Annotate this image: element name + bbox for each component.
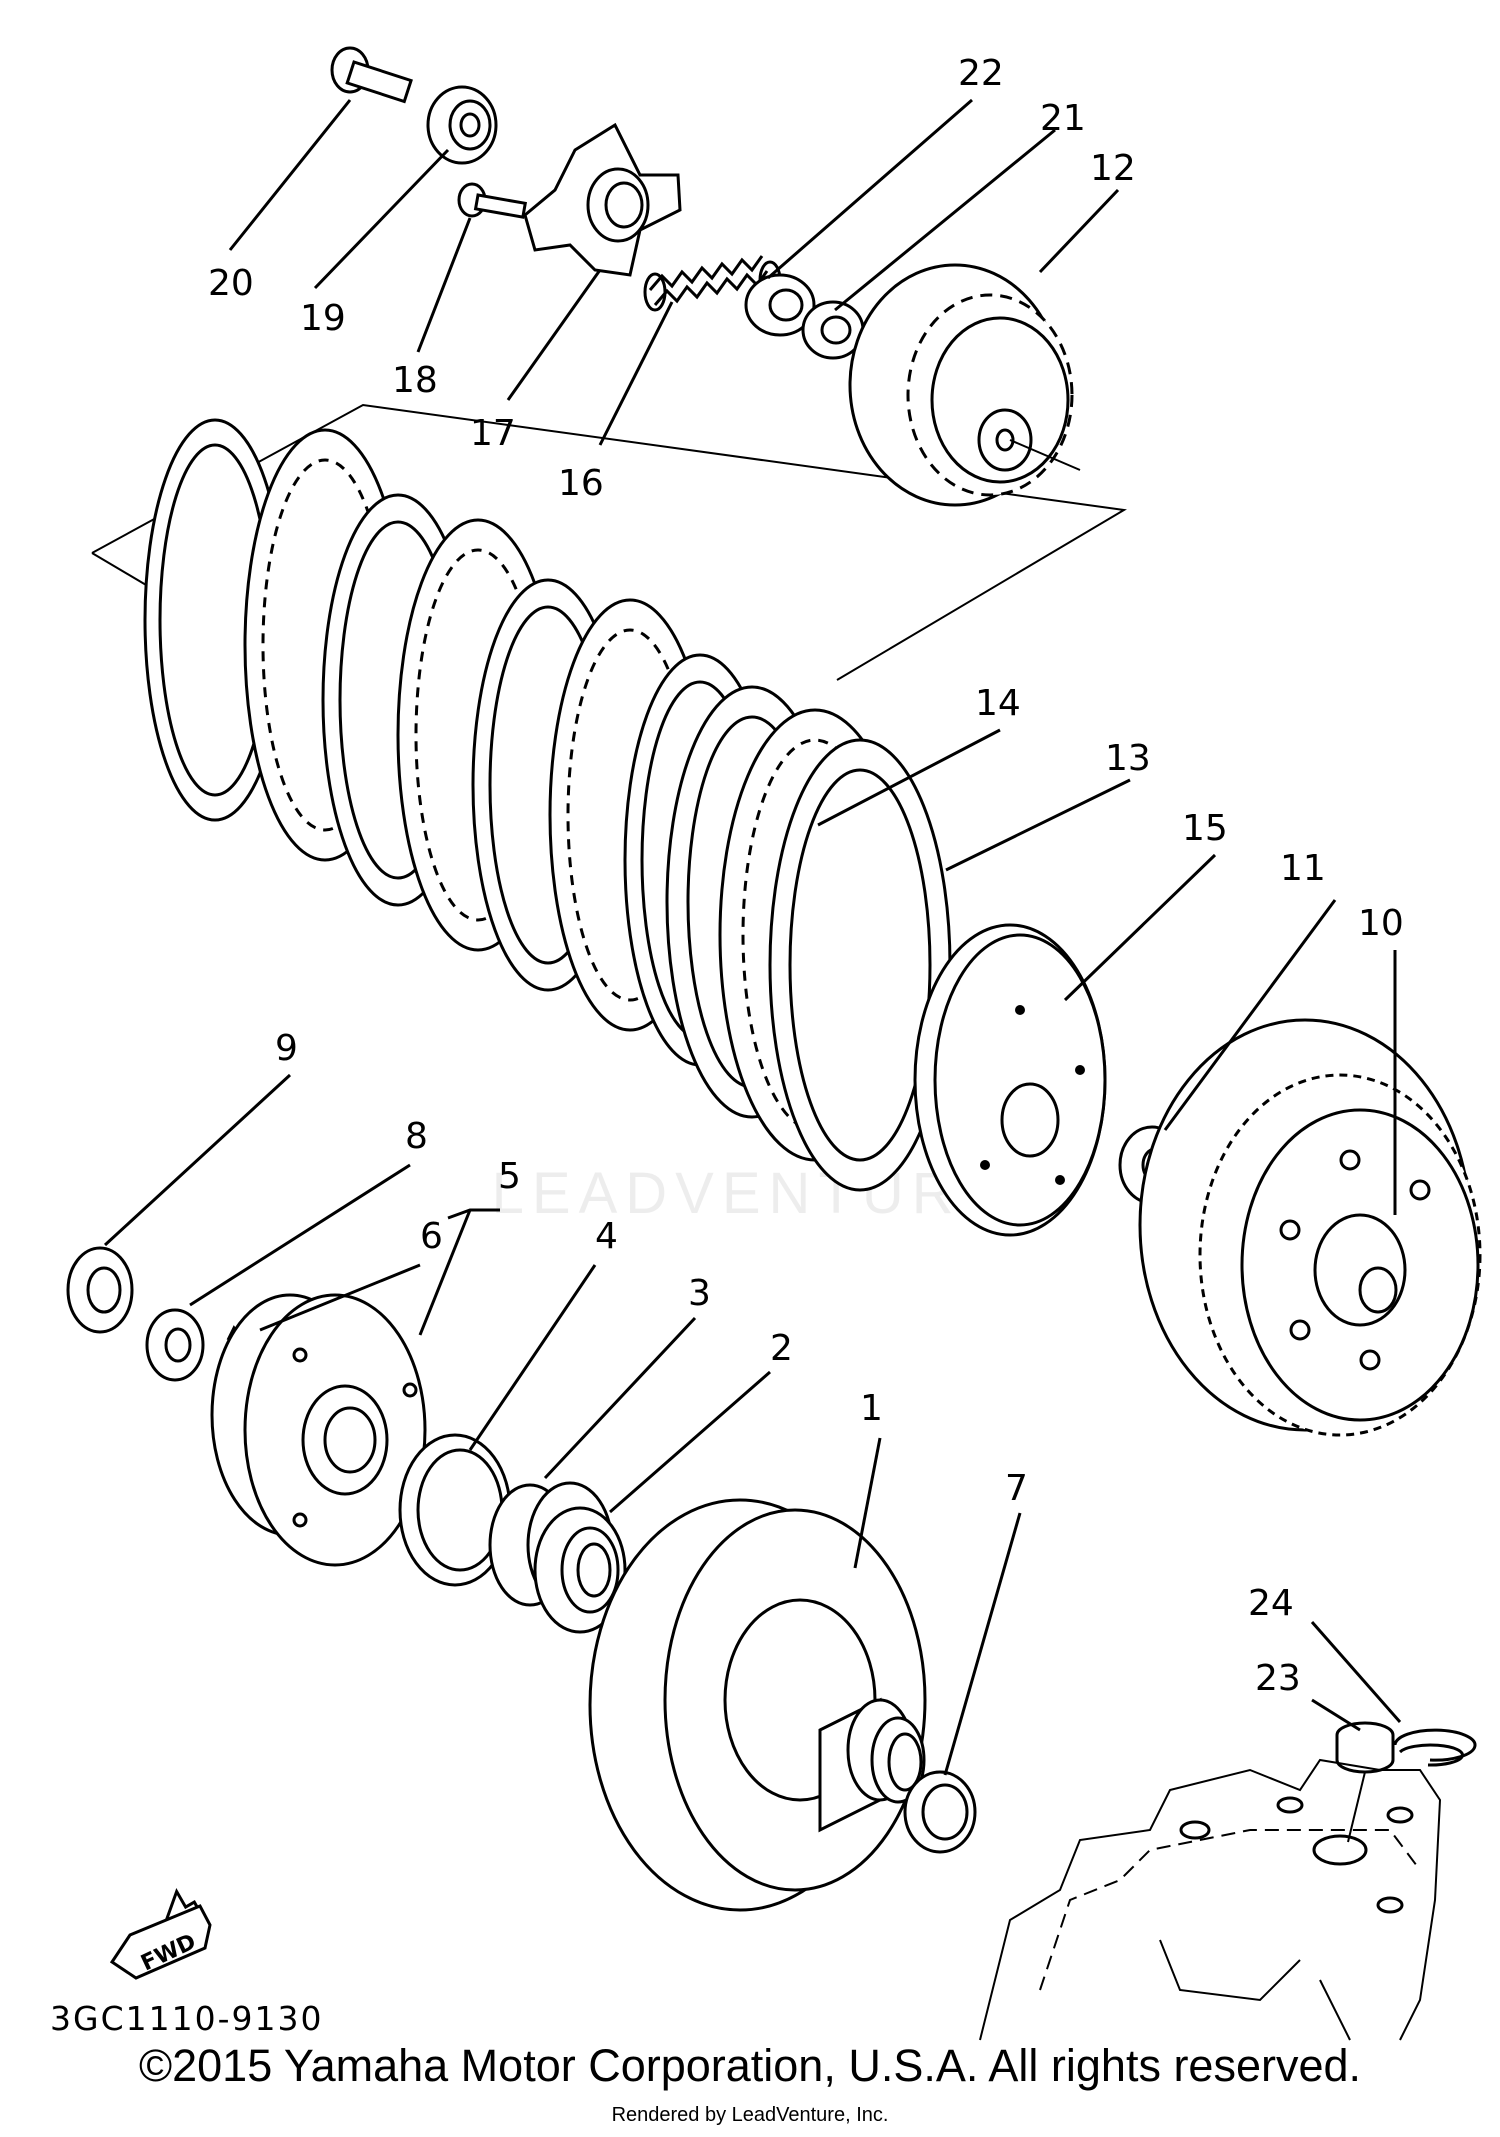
label-18: 18	[392, 360, 438, 401]
watermark: LEADVENTURE	[491, 1161, 1009, 1226]
diagram-code: 3GC1110-9130	[50, 1999, 323, 2038]
part-7-oil-seal	[903, 1770, 977, 1854]
part-4-washer	[398, 1433, 512, 1587]
part-1-clutch-housing	[588, 1498, 927, 1912]
label-8: 8	[405, 1116, 428, 1157]
label-4: 4	[595, 1216, 618, 1257]
label-21: 21	[1040, 98, 1086, 139]
part-23-plug	[1335, 1721, 1395, 1843]
part-18-screw	[457, 182, 528, 219]
part-5-centrifugal-clutch-carrier	[210, 1293, 427, 1567]
label-24: 24	[1248, 1583, 1294, 1624]
rendered-by-notice: Rendered by LeadVenture, Inc.	[611, 2104, 889, 2126]
label-12: 12	[1090, 148, 1136, 189]
part-22-nut	[744, 273, 816, 337]
part-2-bearing	[533, 1506, 627, 1634]
label-2: 2	[770, 1328, 793, 1369]
label-7: 7	[1005, 1468, 1028, 1509]
label-20: 20	[208, 263, 254, 304]
label-19: 19	[300, 298, 346, 339]
copyright-notice: ©2015 Yamaha Motor Corporation, U.S.A. A…	[138, 2040, 1362, 2091]
part-12-clutch-boss	[848, 263, 1081, 507]
leader-lines	[103, 98, 1402, 1776]
part-19-bearing	[426, 85, 498, 165]
fwd-arrow-icon: FWD	[109, 1887, 212, 1980]
part-8-lock-washer	[145, 1308, 205, 1382]
label-17: 17	[470, 413, 516, 454]
label-14: 14	[975, 683, 1021, 724]
part-9-washer	[66, 1246, 134, 1334]
part-13-friction-plate	[768, 738, 952, 1192]
label-16: 16	[558, 463, 604, 504]
label-23: 23	[1255, 1658, 1301, 1699]
part-10-primary-driven-gear	[1138, 1018, 1482, 1437]
label-1: 1	[860, 1388, 883, 1429]
label-22: 22	[958, 53, 1004, 94]
part-20-bolt	[330, 46, 413, 104]
part-24-circlip	[1393, 1728, 1477, 1767]
label-5: 5	[498, 1156, 521, 1197]
label-11: 11	[1280, 848, 1326, 889]
part-labels: 1 2 3 4 5 6 7 8 9 10 11 12 13 14 15 16 1…	[208, 53, 1404, 1699]
label-13: 13	[1105, 738, 1151, 779]
label-6: 6	[420, 1216, 443, 1257]
part-21-lock-washer	[801, 300, 865, 360]
label-15: 15	[1182, 808, 1228, 849]
label-3: 3	[688, 1273, 711, 1314]
part-17-pressure-plate	[523, 122, 682, 277]
label-10: 10	[1358, 903, 1404, 944]
part-15-cushion-plate	[913, 923, 1107, 1237]
label-9: 9	[275, 1028, 298, 1069]
crankcase-fragment	[979, 1758, 1442, 2041]
